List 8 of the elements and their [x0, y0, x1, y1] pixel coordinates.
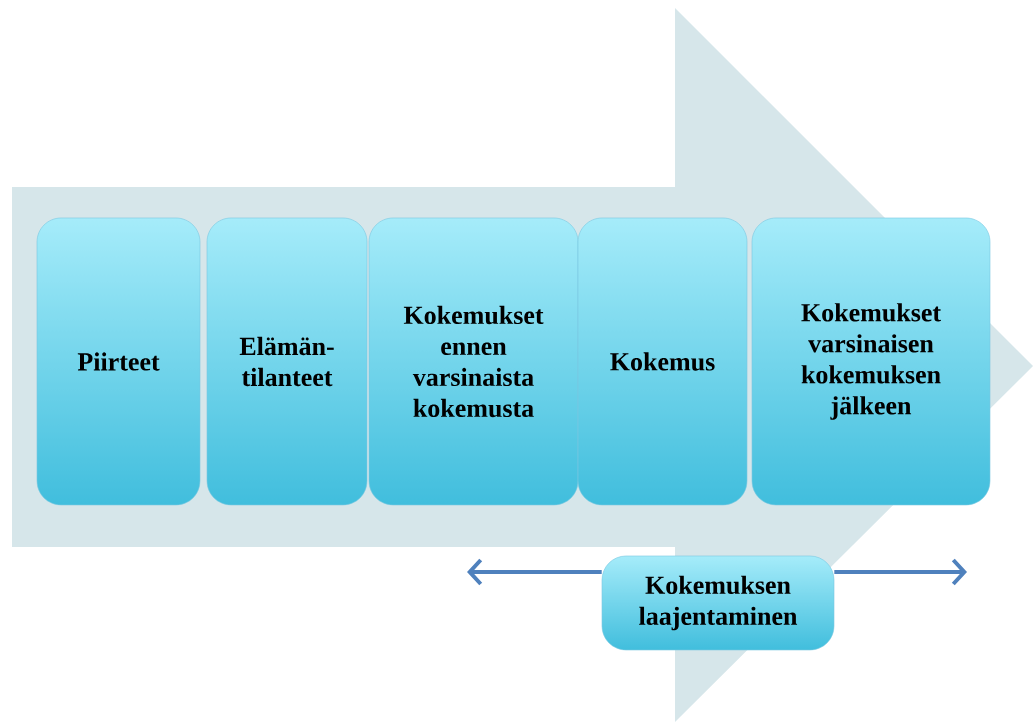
- arrow: [834, 558, 967, 586]
- arrow: [467, 558, 602, 586]
- process-box: Kokemuksen laajentaminen: [601, 555, 835, 651]
- process-box: Kokemukset varsinaisen kokemuksen jälkeen: [751, 217, 991, 506]
- process-box: Elämän-tilanteet: [206, 217, 368, 506]
- process-box: Kokemus: [577, 217, 748, 506]
- process-box: Piirteet: [36, 217, 201, 506]
- process-box: Kokemukset ennen varsinaista kokemusta: [368, 217, 579, 506]
